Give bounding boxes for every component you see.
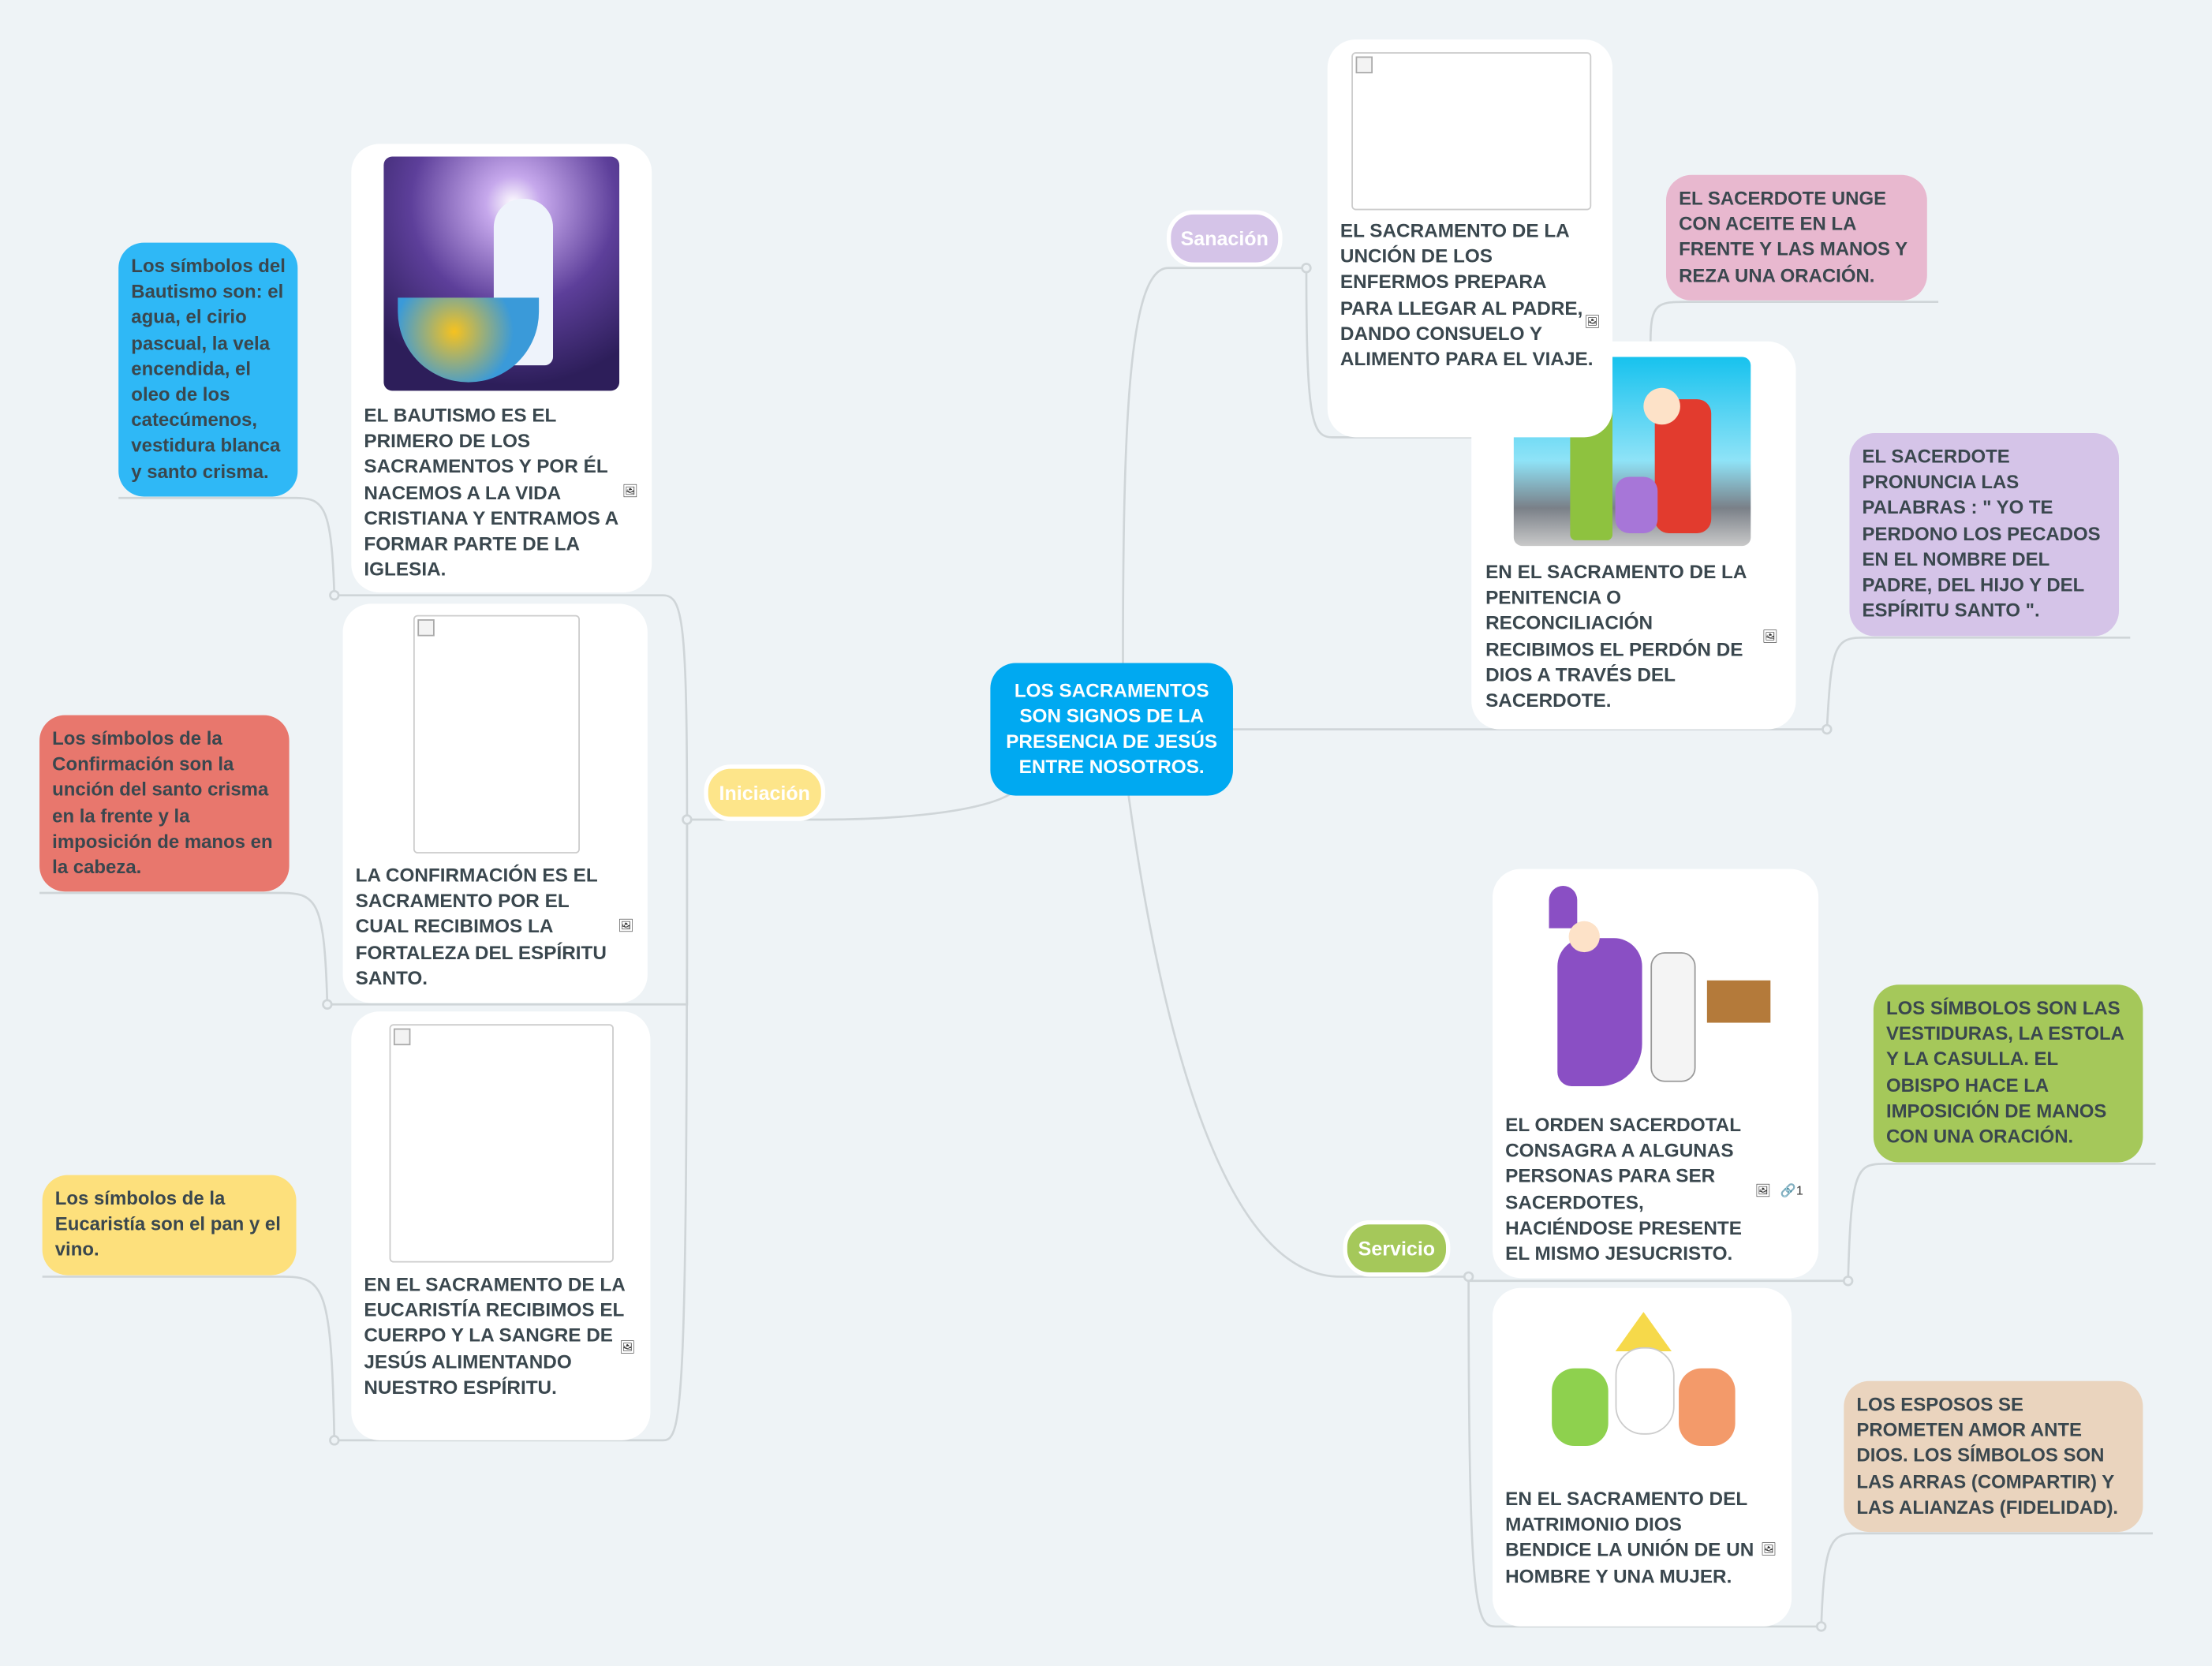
card-text: EL SACRAMENTO DE LA UNCIÓN DE LOS ENFERM… <box>1340 219 1594 370</box>
branch-sanacion[interactable]: Sanación <box>1166 210 1283 267</box>
note-text: LOS SÍMBOLOS SON LAS VESTIDURAS, LA ESTO… <box>1885 997 2124 1147</box>
card-text: EN EL SACRAMENTO DE LA PENITENCIA O RECO… <box>1485 561 1747 712</box>
confirmacion-image <box>413 614 580 854</box>
link-count: 1 <box>1795 1183 1803 1198</box>
bautismo-image <box>383 156 620 391</box>
branch-label: Iniciación <box>719 781 810 805</box>
card-eucaristia[interactable]: EN EL SACRAMENTO DE LA EUCARISTÍA RECIBI… <box>351 1011 651 1440</box>
card-text: LA CONFIRMACIÓN ES EL SACRAMENTO POR EL … <box>355 865 607 989</box>
card-text: EN EL SACRAMENTO DE LA EUCARISTÍA RECIBI… <box>364 1273 625 1398</box>
card-uncion[interactable]: EL SACRAMENTO DE LA UNCIÓN DE LOS ENFERM… <box>1327 39 1613 438</box>
central-topic-label: LOS SACRAMENTOS SON SIGNOS DE LA PRESENC… <box>1006 679 1218 778</box>
image-icon[interactable]: 🖼 <box>1584 314 1601 329</box>
note-matrimonio[interactable]: LOS ESPOSOS SE PROMETEN AMOR ANTE DIOS. … <box>1844 1380 2143 1533</box>
card-confirmacion[interactable]: LA CONFIRMACIÓN ES EL SACRAMENTO POR EL … <box>342 603 648 1003</box>
note-text: Los símbolos de la Confirmación son la u… <box>52 727 273 878</box>
orden-image <box>1538 881 1778 1093</box>
image-icon[interactable]: 🖼 <box>1762 629 1779 644</box>
note-text: Los símbolos del Bautismo son: el agua, … <box>131 255 286 482</box>
image-icon[interactable]: 🖼 <box>622 484 639 499</box>
note-orden[interactable]: LOS SÍMBOLOS SON LAS VESTIDURAS, LA ESTO… <box>1873 984 2143 1163</box>
image-icon[interactable]: 🖼 <box>1760 1541 1777 1556</box>
central-topic[interactable]: LOS SACRAMENTOS SON SIGNOS DE LA PRESENC… <box>990 663 1233 796</box>
note-text: LOS ESPOSOS SE PROMETEN AMOR ANTE DIOS. … <box>1856 1393 2119 1518</box>
note-uncion[interactable]: EL SACERDOTE UNGE CON ACEITE EN LA FRENT… <box>1665 174 1927 301</box>
branch-iniciacion[interactable]: Iniciación <box>704 764 826 821</box>
image-icon[interactable]: 🖼 <box>1754 1183 1772 1198</box>
card-text: EL BAUTISMO ES EL PRIMERO DE LOS SACRAME… <box>364 405 618 581</box>
card-bautismo[interactable]: EL BAUTISMO ES EL PRIMERO DE LOS SACRAME… <box>351 144 652 593</box>
uncion-image <box>1351 52 1592 211</box>
note-text: Los símbolos de la Eucaristía son el pan… <box>54 1187 281 1261</box>
matrimonio-image <box>1538 1305 1750 1474</box>
note-text: EL SACERDOTE PRONUNCIA LAS PALABRAS : " … <box>1862 446 2101 622</box>
note-confirmacion[interactable]: Los símbolos de la Confirmación son la u… <box>39 715 290 892</box>
note-eucaristia[interactable]: Los símbolos de la Eucaristía son el pan… <box>42 1175 297 1276</box>
eucaristia-image <box>389 1024 614 1263</box>
image-icon[interactable]: 🖼 <box>619 1339 636 1354</box>
note-text: EL SACERDOTE UNGE CON ACEITE EN LA FRENT… <box>1679 187 1907 286</box>
image-icon[interactable]: 🖼 <box>618 918 634 933</box>
card-penitencia[interactable]: EN EL SACRAMENTO DE LA PENITENCIA O RECO… <box>1471 341 1796 730</box>
card-text: EL ORDEN SACERDOTAL CONSAGRA A ALGUNAS P… <box>1505 1114 1742 1264</box>
branch-label: Sanación <box>1180 226 1269 250</box>
link-icon[interactable]: 🔗1 <box>1780 1183 1803 1198</box>
card-orden[interactable]: EL ORDEN SACERDOTAL CONSAGRA A ALGUNAS P… <box>1493 868 1819 1279</box>
card-text: EN EL SACRAMENTO DEL MATRIMONIO DIOS BEN… <box>1505 1488 1754 1587</box>
branch-servicio[interactable]: Servicio <box>1343 1220 1451 1277</box>
note-bautismo[interactable]: Los símbolos del Bautismo son: el agua, … <box>118 242 298 497</box>
branch-label: Servicio <box>1358 1237 1436 1260</box>
note-penitencia[interactable]: EL SACERDOTE PRONUNCIA LAS PALABRAS : " … <box>1849 433 2120 637</box>
card-matrimonio[interactable]: EN EL SACRAMENTO DEL MATRIMONIO DIOS BEN… <box>1493 1287 1792 1627</box>
